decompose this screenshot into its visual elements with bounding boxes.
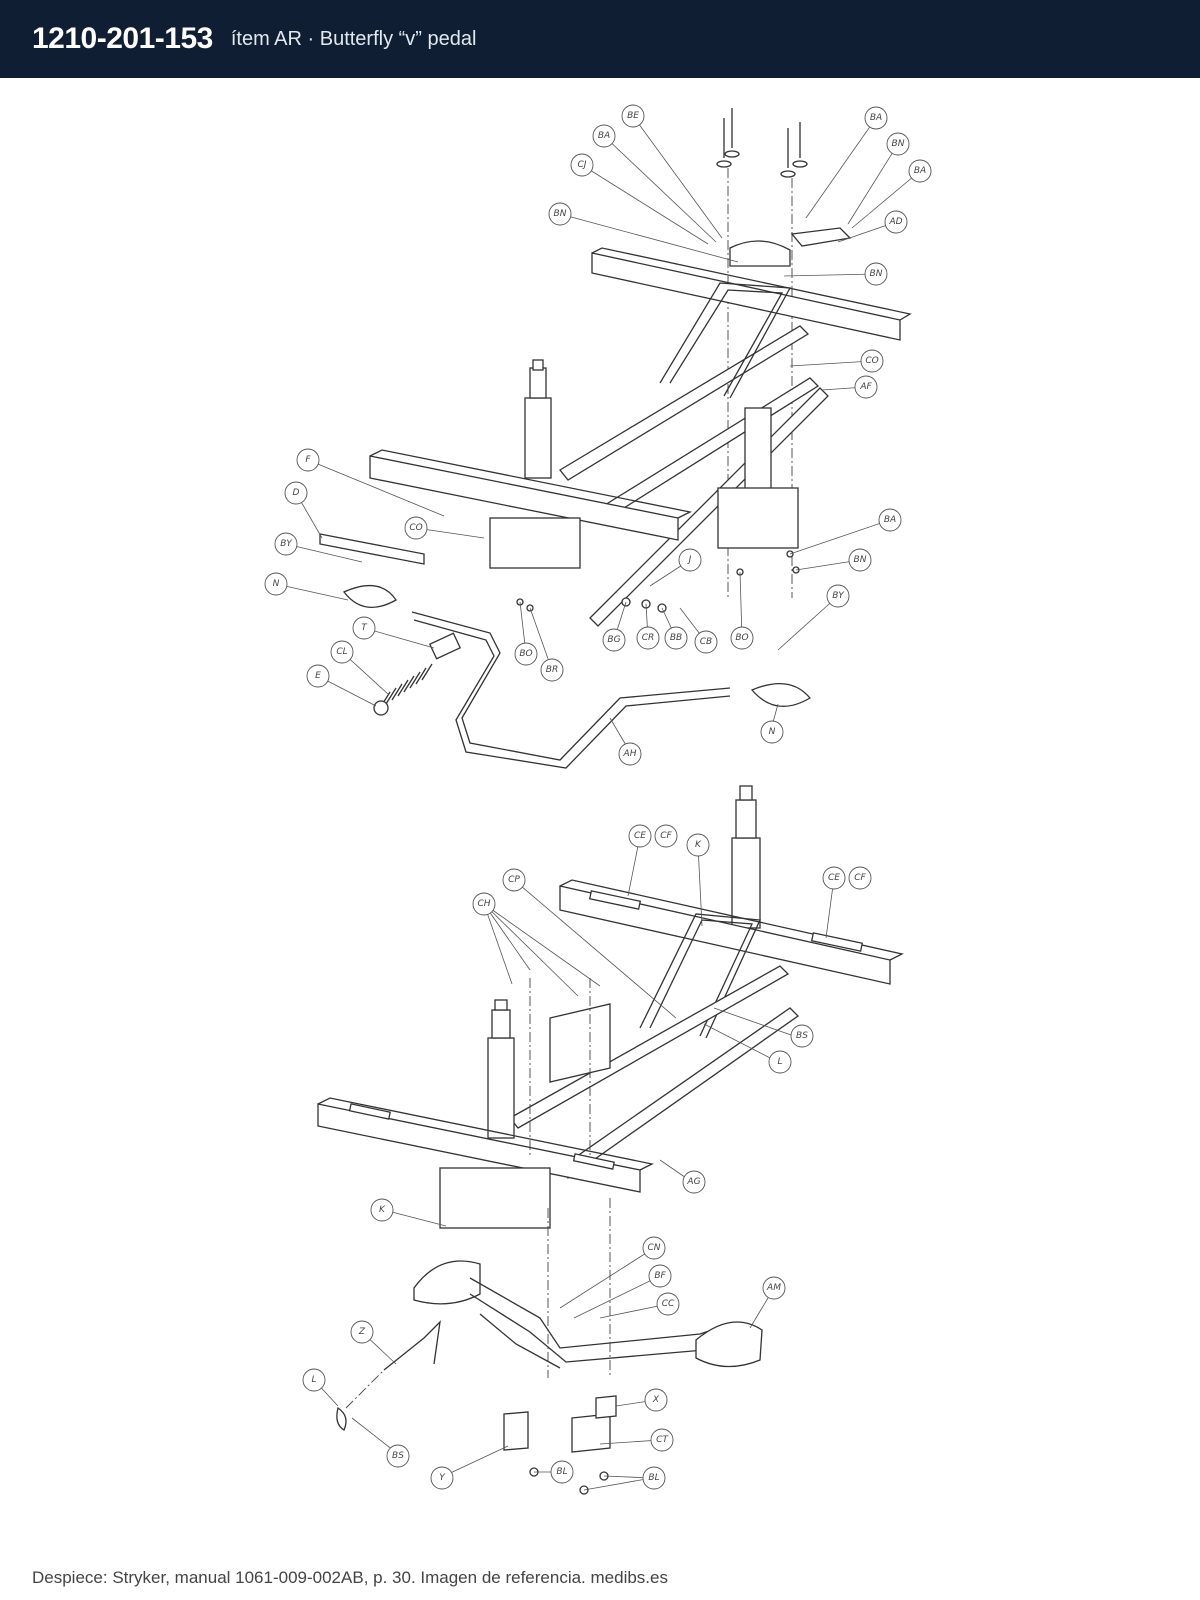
bracket-ct bbox=[571, 1413, 611, 1453]
callout-cj: CJ bbox=[578, 160, 587, 170]
lower-bracket bbox=[439, 1167, 551, 1229]
callout-by: BY bbox=[832, 591, 845, 601]
knob-l bbox=[336, 1406, 347, 1431]
callout-by: BY bbox=[280, 539, 293, 549]
callout-ba: BA bbox=[598, 131, 610, 141]
callout-bl: BL bbox=[648, 1473, 659, 1483]
left-pedal bbox=[342, 584, 397, 608]
side-rail-b1 bbox=[509, 965, 790, 1129]
upper-cylinder bbox=[731, 785, 761, 929]
callout-z: Z bbox=[358, 1327, 366, 1337]
callout-k: K bbox=[379, 1205, 386, 1215]
callout-co: CO bbox=[865, 356, 878, 366]
right-pedal bbox=[750, 683, 811, 707]
callout-cp: CP bbox=[508, 875, 520, 885]
callout-y: Y bbox=[439, 1473, 446, 1483]
callout-ct: CT bbox=[656, 1435, 669, 1445]
callout-bo: BO bbox=[735, 633, 748, 643]
callout-e: E bbox=[315, 671, 321, 681]
callout-ch: CH bbox=[477, 899, 490, 909]
v-frame-b bbox=[639, 913, 761, 1039]
callout-ad: AD bbox=[888, 217, 902, 227]
bracket-y bbox=[503, 1411, 529, 1451]
callout-bn: BN bbox=[892, 139, 905, 149]
exploded-parts-drawing: BE BA CJ BN BA BN BA AD BN CO AF F D CO … bbox=[0, 78, 1200, 1568]
callout-bn: BN bbox=[870, 269, 883, 279]
bottom-callout-balloons: CE CF K CE CF CP CH BS L AG K CN BF CC A… bbox=[302, 824, 872, 1490]
right-cylinder bbox=[744, 407, 772, 499]
callout-cb: CB bbox=[700, 637, 712, 647]
callout-bo: BO bbox=[519, 649, 532, 659]
callout-t: T bbox=[361, 623, 368, 633]
callout-f: F bbox=[305, 455, 311, 465]
front-cross-tube bbox=[369, 455, 679, 541]
callout-bl: BL bbox=[556, 1467, 567, 1477]
callout-l: L bbox=[777, 1057, 782, 1067]
callout-l: L bbox=[311, 1375, 316, 1385]
clip-x bbox=[595, 1395, 617, 1419]
washer-e bbox=[373, 700, 389, 716]
right-pivot-bracket bbox=[717, 487, 799, 549]
pedal-bar-ah bbox=[411, 611, 731, 761]
callout-co: CO bbox=[409, 523, 422, 533]
top-callout-balloons: BE BA CJ BN BA BN BA AD BN CO AF F D CO … bbox=[264, 104, 932, 766]
front-cross-tube-b bbox=[317, 1103, 641, 1193]
part-number: 1210-201-153 bbox=[32, 22, 213, 55]
callout-ba: BA bbox=[884, 515, 896, 525]
callout-cc: CC bbox=[662, 1299, 675, 1309]
callout-n: N bbox=[769, 727, 776, 737]
callout-bn: BN bbox=[554, 209, 567, 219]
item-subtitle: ítem AR · Butterfly “v” pedal bbox=[230, 27, 477, 50]
v-frame bbox=[659, 282, 792, 399]
left-side-rail bbox=[559, 325, 810, 481]
callout-cr: CR bbox=[642, 633, 655, 643]
shaft-d bbox=[319, 533, 425, 565]
lower-left-cylinder bbox=[487, 999, 515, 1139]
callout-af: AF bbox=[859, 382, 872, 392]
callout-br: BR bbox=[546, 665, 558, 675]
tube-t bbox=[428, 632, 462, 660]
callout-bg: BG bbox=[607, 635, 620, 645]
butterfly-pedal bbox=[413, 1260, 763, 1369]
bottom-assembly: CE CF K CE CF CP CH BS L AG K CN BF CC A… bbox=[302, 785, 904, 1495]
callout-cf: CF bbox=[854, 873, 866, 883]
callout-cf: CF bbox=[660, 831, 672, 841]
callout-ba: BA bbox=[914, 166, 926, 176]
callout-bf: BF bbox=[654, 1271, 666, 1281]
top-assembly: BE BA CJ BN BA BN BA AD BN CO AF F D CO … bbox=[264, 104, 932, 769]
callout-x: X bbox=[652, 1395, 660, 1405]
callout-ce: CE bbox=[634, 831, 646, 841]
callout-be: BE bbox=[627, 111, 639, 121]
callout-d: D bbox=[293, 488, 300, 498]
rear-cross-tube-b bbox=[559, 885, 891, 985]
callout-ba: BA bbox=[870, 113, 882, 123]
rear-cross-tube bbox=[591, 252, 901, 341]
callout-k: K bbox=[695, 840, 702, 850]
left-cylinder bbox=[524, 359, 552, 479]
callout-bn: BN bbox=[854, 555, 867, 565]
callout-am: AM bbox=[766, 1283, 781, 1293]
callout-ah: AH bbox=[623, 749, 637, 759]
center-box bbox=[549, 1003, 611, 1083]
lever-z bbox=[383, 1320, 441, 1371]
callout-cn: CN bbox=[647, 1243, 660, 1253]
drawing-linework: BE BA CJ BN BA BN BA AD BN CO AF F D CO … bbox=[264, 104, 932, 1495]
callout-j: J bbox=[687, 555, 692, 565]
left-pivot-bracket bbox=[489, 517, 581, 569]
callout-cl: CL bbox=[336, 647, 347, 657]
source-caption: Despiece: Stryker, manual 1061-009-002AB… bbox=[32, 1568, 668, 1587]
callout-ce: CE bbox=[828, 873, 840, 883]
callout-ag: AG bbox=[686, 1177, 700, 1187]
callout-bb: BB bbox=[670, 633, 682, 643]
callout-bs: BS bbox=[796, 1031, 808, 1041]
callout-bs: BS bbox=[392, 1451, 404, 1461]
spring-cl bbox=[379, 663, 433, 709]
title-bar: 1210-201-153 ítem AR · Butterfly “v” ped… bbox=[0, 0, 1200, 78]
top-leaders bbox=[275, 115, 921, 753]
callout-n: N bbox=[273, 579, 280, 589]
clamp-bracket bbox=[729, 240, 791, 267]
